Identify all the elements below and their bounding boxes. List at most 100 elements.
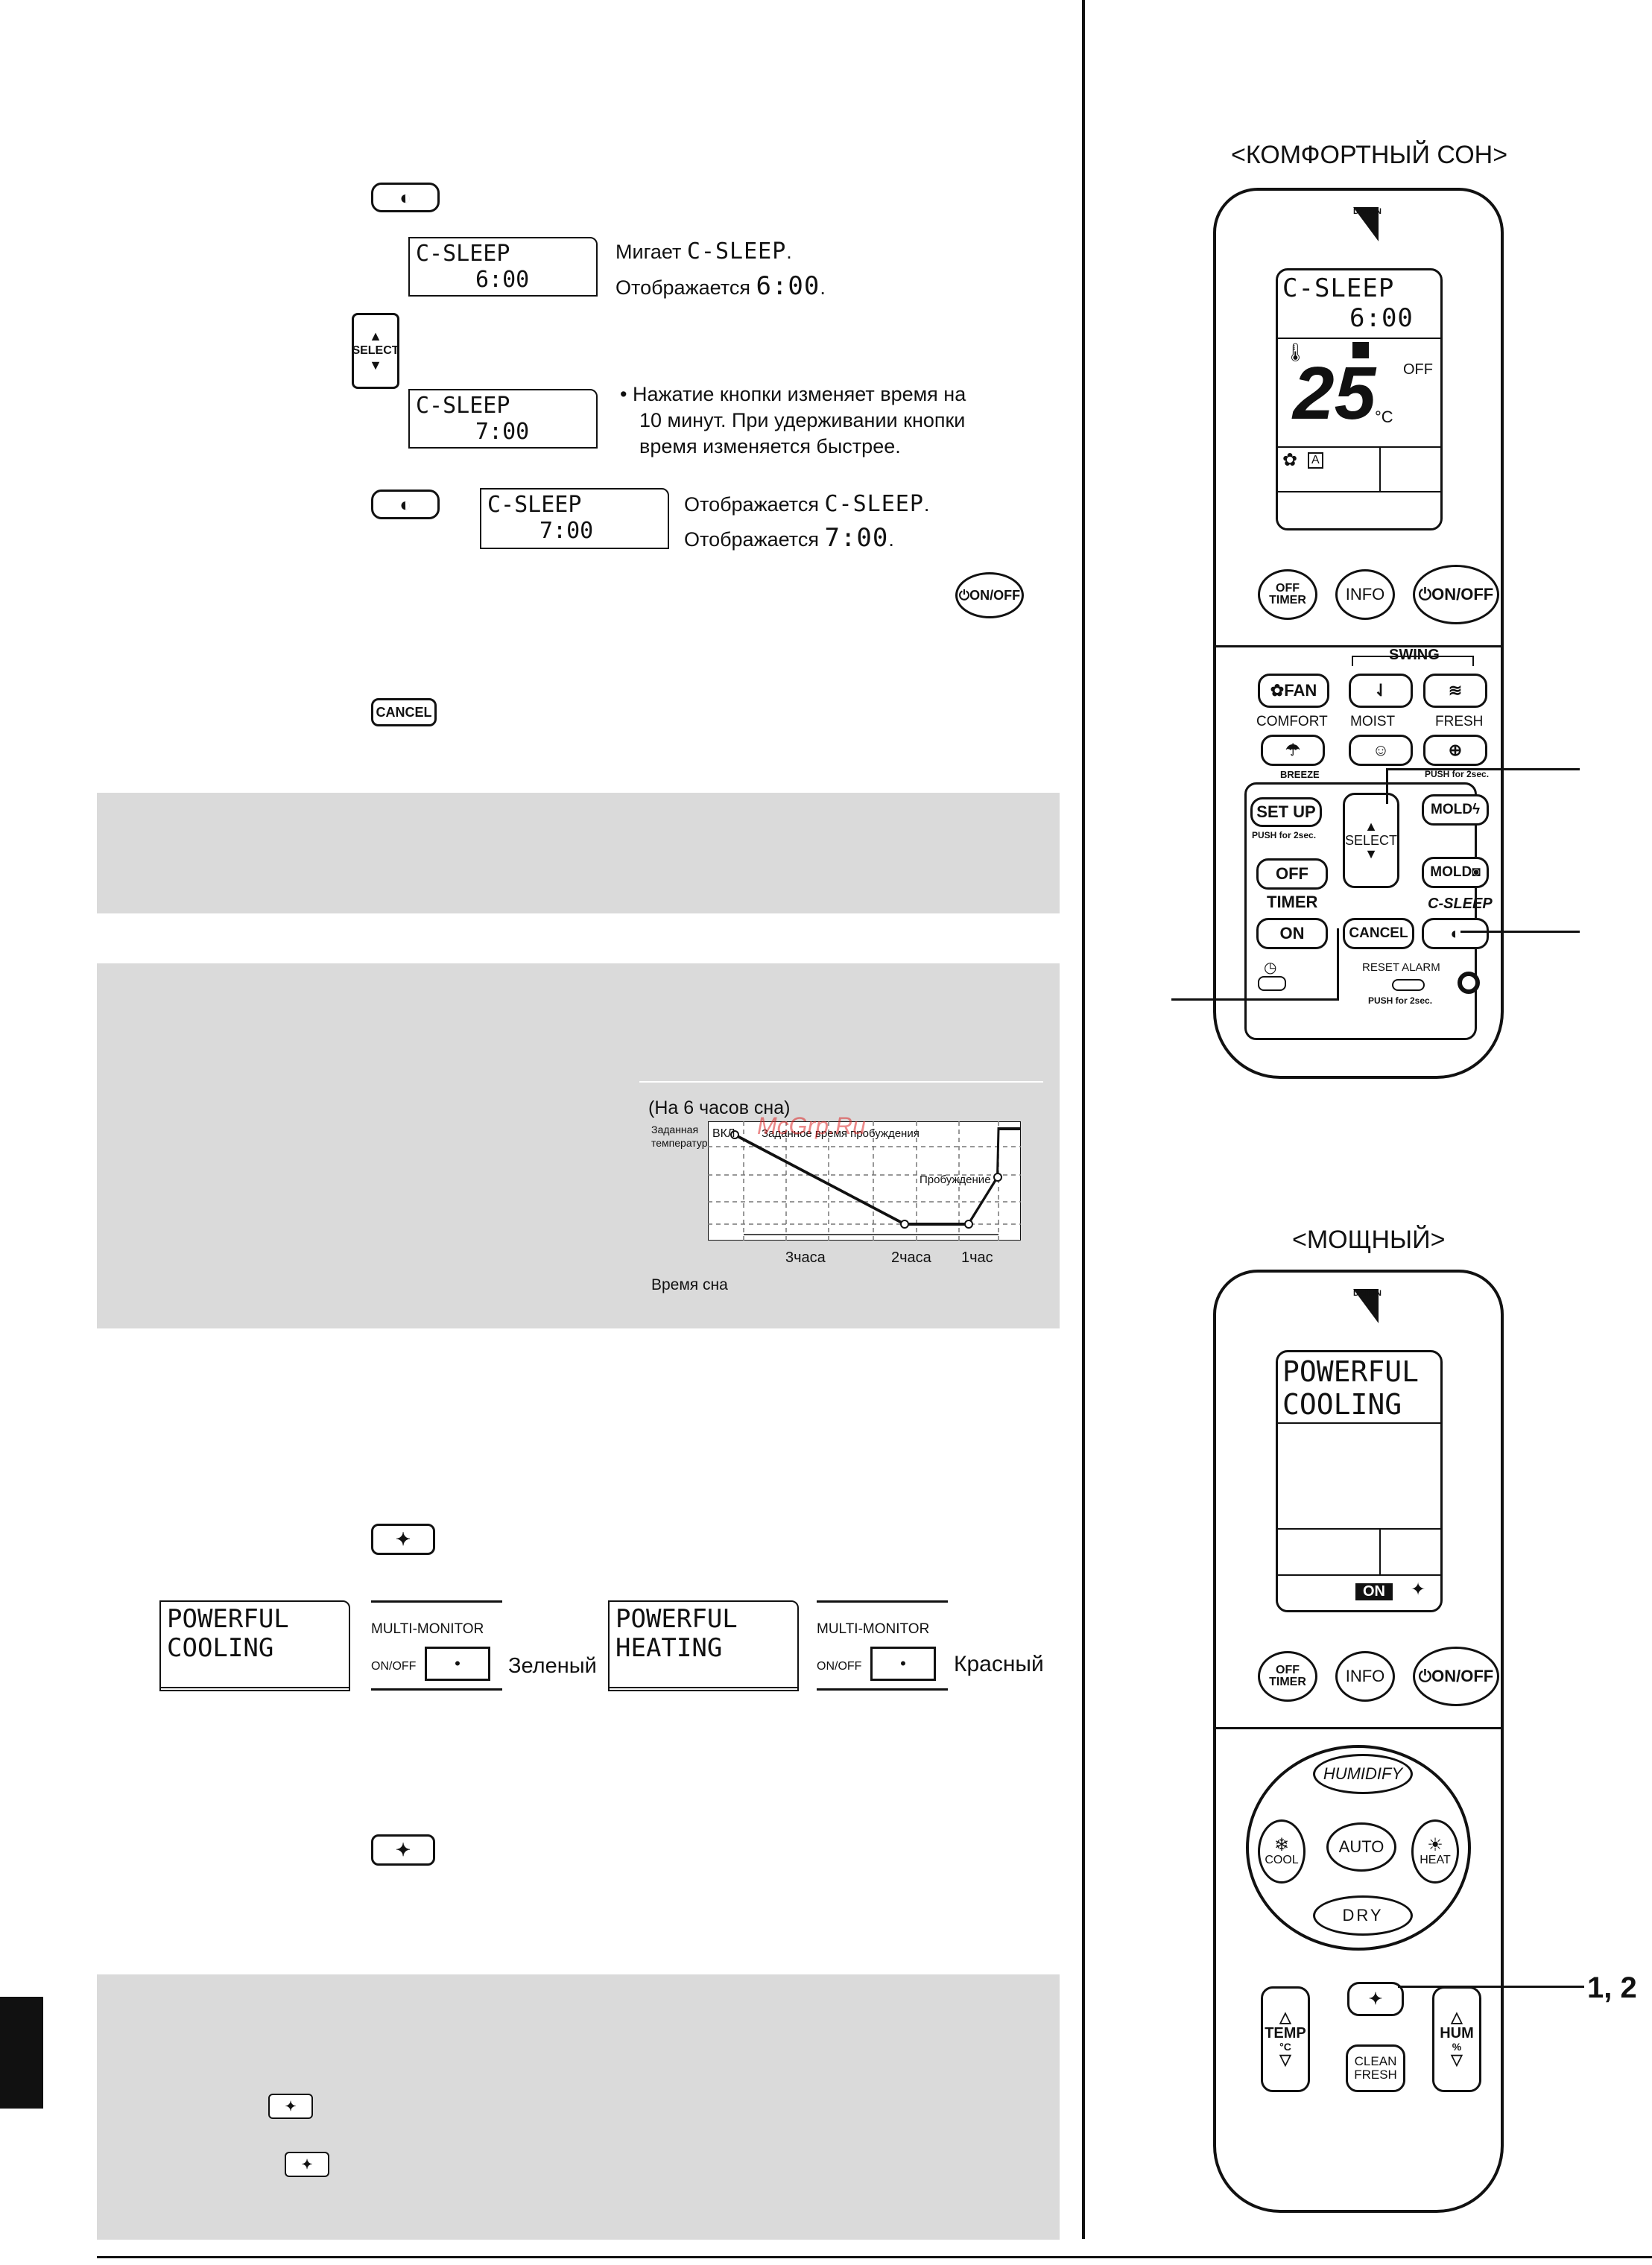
moist-button[interactable]: ☺ (1349, 735, 1413, 766)
heading-powerful: <МОЩНЫЙ> (1292, 1226, 1446, 1254)
select-button[interactable]: ▲ SELECT ▼ (352, 313, 399, 389)
arrow-down-icon: ▼ (369, 358, 382, 373)
note-blink: Мигает C-SLEEP. (615, 238, 792, 264)
lcd-underline (161, 1687, 349, 1688)
onoff-button-remote-2[interactable]: ⏻ON/OFF (1413, 1647, 1499, 1706)
powerful-icon: ✦ (1411, 1580, 1426, 1600)
heat-button[interactable]: ☀HEAT (1411, 1819, 1459, 1884)
powerful-icon: ✦ (1368, 1989, 1383, 2009)
clock-button[interactable] (1258, 976, 1286, 991)
graph-wake-target: Заданное время пробуждения (762, 1127, 920, 1140)
remote-powerful: DAIKIN POWERFUL COOLING ON ✦ OFF TIMER I… (1213, 1270, 1504, 2213)
triangle-down-icon: ▽ (1279, 2051, 1291, 2068)
graph-x-label: Время сна (651, 1276, 728, 1293)
cancel-button-remote[interactable]: CANCEL (1343, 918, 1414, 949)
fan-button[interactable]: ✿FAN (1258, 674, 1329, 708)
triangle-down-icon: ▽ (1451, 2051, 1463, 2068)
info-button-2[interactable]: INFO (1335, 1651, 1395, 1702)
fresh-icon: ⊕ (1448, 741, 1463, 760)
auto-button[interactable]: AUTO (1326, 1822, 1396, 1872)
fan-icon: ✿ (1270, 681, 1285, 700)
swing-vertical-button[interactable]: ⇃ (1349, 674, 1413, 708)
callout-line-select-v (1386, 768, 1388, 804)
heading-comfort-sleep: <КОМФОРТНЫЙ СОН> (1231, 141, 1508, 169)
powerful-icon-small: ✦ (268, 2094, 313, 2119)
callout-powerful: 1, 2 (1587, 1971, 1637, 2004)
bottom-rule (97, 2256, 1652, 2258)
clean-fresh-button[interactable]: CLEAN FRESH (1346, 2044, 1405, 2092)
point-bottom-1 (900, 1220, 909, 1229)
point-on (730, 1130, 739, 1139)
temp-curve (734, 1127, 1021, 1226)
lcd-csleep-2: C-SLEEP 7:00 (408, 389, 598, 449)
mold-button-2[interactable]: MOLD◙ (1422, 857, 1489, 888)
graph-caption: (На 6 часов сна) (648, 1097, 791, 1118)
cancel-button[interactable]: CANCEL (371, 698, 437, 726)
callout-line-powerful (1398, 1986, 1584, 1988)
lcd-line2: 6:00 (475, 266, 530, 293)
mold-icon: ϟ (1472, 802, 1480, 818)
gray-panel-bottom: ✦ ✦ (97, 1974, 1060, 2240)
onoff-button[interactable]: ⏻ON/OFF (955, 572, 1024, 618)
powerful-button-remote[interactable]: ✦ (1347, 1982, 1404, 2016)
watermark: McGrp.Ru (757, 1112, 866, 1139)
powerful-icon: ✦ (395, 1529, 411, 1550)
onoff-button-remote[interactable]: ⏻ON/OFF (1413, 565, 1499, 624)
comfort-button[interactable]: ☂ (1261, 735, 1325, 766)
csleep-button-2[interactable]: ◐ (371, 490, 440, 519)
off-timer-button-2[interactable]: OFF TIMER (1258, 1651, 1317, 1702)
swing-horizontal-button[interactable]: ≋ (1423, 674, 1487, 708)
powerful-button-2[interactable]: ✦ (371, 1834, 435, 1866)
note-display: Отображается 6:00. (615, 271, 826, 301)
power-icon: ⏻ (958, 588, 970, 603)
note-display-3a: Отображается C-SLEEP. (684, 491, 930, 517)
point-wake (993, 1173, 1002, 1182)
power-icon: ⏻ (1418, 1667, 1432, 1685)
powerful-button[interactable]: ✦ (371, 1524, 435, 1555)
arrow-up-icon: ▲ (1364, 818, 1378, 834)
temp-button[interactable]: △TEMP°C▽ (1261, 1986, 1310, 2092)
select-button-remote[interactable]: ▲SELECT▼ (1343, 793, 1399, 888)
swing-vertical-icon: ⇃ (1373, 681, 1388, 700)
daikin-logo (1353, 1289, 1379, 1323)
timer-on-button[interactable]: ON (1256, 918, 1328, 949)
lcd-csleep-3: C-SLEEP 7:00 (480, 488, 669, 549)
indicator-lamp: • (425, 1647, 490, 1681)
moon-icon: ◐ (1450, 924, 1460, 943)
moon-icon: ◐ (399, 492, 411, 516)
timer-off-button[interactable]: OFF (1256, 858, 1328, 890)
multi-monitor-red: MULTI-MONITOR ON/OFF • Красный (817, 1600, 1063, 1691)
drop-icon (1352, 342, 1369, 358)
sleep-graph (708, 1121, 1021, 1241)
setup-button[interactable]: SET UP (1250, 797, 1322, 827)
lcd-powerful-heat: POWERFUL HEATING (608, 1600, 799, 1691)
callout-line-csleep (1460, 931, 1580, 933)
swing-horizontal-icon: ≋ (1448, 681, 1463, 700)
callout-line-cancel (1171, 998, 1337, 1001)
arrow-down-icon: ▼ (1364, 846, 1378, 862)
graph-seg2: 2часа (891, 1249, 931, 1266)
reset-alarm-button[interactable] (1392, 979, 1425, 991)
powerful-icon: ✦ (285, 2098, 297, 2114)
snowflake-icon: ❄ (1273, 1835, 1290, 1855)
dry-button[interactable]: DRY (1313, 1895, 1413, 1936)
divider (1216, 1727, 1501, 1729)
graph-wake: Пробуждение (920, 1173, 991, 1186)
fresh-button[interactable]: ⊕ (1423, 735, 1487, 766)
black-tab (0, 1997, 43, 2109)
humidify-button[interactable]: HUMIDIFY (1313, 1754, 1413, 1794)
moon-icon: ◐ (399, 186, 411, 209)
lower-panel (1244, 782, 1477, 1040)
sun-icon: ☀ (1427, 1835, 1443, 1855)
cool-button[interactable]: ❄COOL (1258, 1819, 1306, 1884)
remote-lcd: C-SLEEP 6:00 🌡 OFF 25 °C ✿ A (1276, 268, 1443, 530)
swing-bracket (1352, 656, 1474, 666)
csleep-button[interactable]: ◐ (371, 183, 440, 212)
hum-button[interactable]: △HUM%▽ (1432, 1986, 1481, 2092)
info-button[interactable]: INFO (1335, 569, 1395, 620)
graph-seg1: 3часа (785, 1249, 826, 1266)
csleep-button-remote[interactable]: ◐ (1422, 918, 1489, 949)
off-timer-button[interactable]: OFF TIMER (1258, 569, 1317, 620)
gray-panel-1 (97, 793, 1060, 913)
